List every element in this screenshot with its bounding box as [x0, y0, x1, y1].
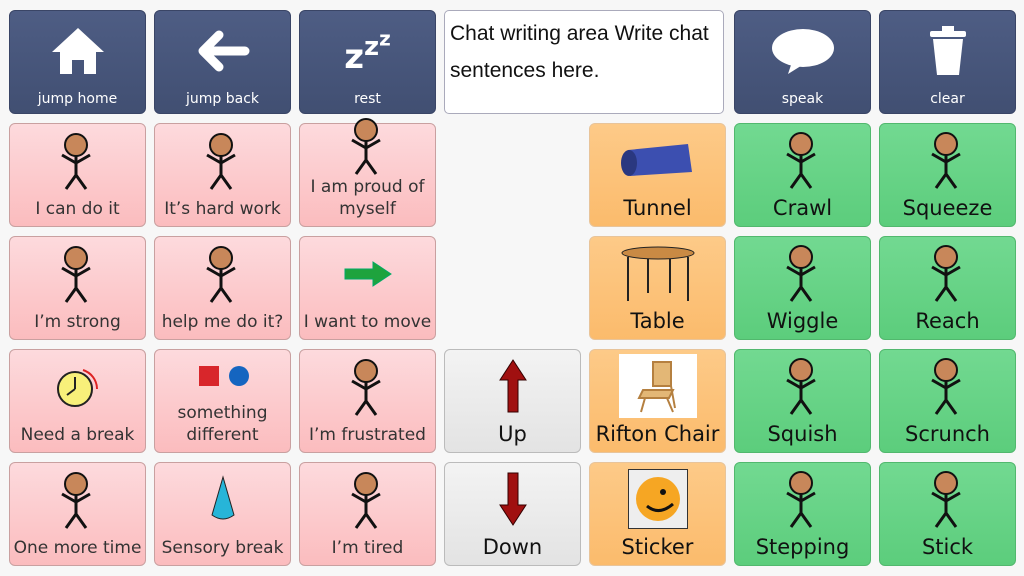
home-icon — [50, 11, 106, 91]
cell-label: Tunnel — [623, 196, 692, 220]
cell-help-me-do-it[interactable]: help me do it? — [154, 236, 291, 340]
one-more-icon — [48, 463, 108, 537]
cell-i-m-frustrated[interactable]: I’m frustrated — [299, 349, 436, 453]
wiggle-icon — [773, 237, 833, 309]
cell-crawl[interactable]: Crawl — [734, 123, 871, 227]
proud-person-icon — [338, 116, 398, 176]
cell-squeeze[interactable]: Squeeze — [879, 123, 1016, 227]
cell-label: It’s hard work — [164, 199, 281, 219]
green-arrow-right-icon — [343, 237, 393, 311]
weightlifter-icon — [193, 124, 253, 198]
cell-up[interactable]: Up — [444, 349, 581, 453]
cell-label: Squish — [767, 422, 838, 446]
squish-icon — [773, 350, 833, 422]
cell-rifton-chair[interactable]: Rifton Chair — [589, 349, 726, 453]
frustrated-face-icon — [338, 350, 398, 424]
cell-label: something different — [177, 403, 268, 445]
cell-stick[interactable]: Stick — [879, 462, 1016, 566]
cell-speak[interactable]: speak — [734, 10, 871, 114]
cell-scrunch[interactable]: Scrunch — [879, 349, 1016, 453]
cell-one-more-time[interactable]: One more time — [9, 462, 146, 566]
cell-label: Scrunch — [905, 422, 990, 446]
cell-sticker[interactable]: Sticker — [589, 462, 726, 566]
zzz-icon: zzz — [344, 26, 391, 77]
reach-icon — [918, 237, 978, 309]
cell-label: Stick — [921, 535, 974, 559]
stepping-icon — [773, 463, 833, 535]
cell-label: I’m strong — [34, 312, 121, 332]
cell-i-am-proud-of-myself[interactable]: I am proud of myself — [299, 118, 436, 227]
cell-tunnel[interactable]: Tunnel — [589, 123, 726, 227]
help-icon — [193, 237, 253, 311]
cell-label: Need a break — [20, 425, 135, 445]
strong-person-icon — [48, 237, 108, 311]
cell-label: Wiggle — [766, 309, 839, 333]
squeeze-icon — [918, 124, 978, 196]
cell-clear[interactable]: clear — [879, 10, 1016, 114]
tired-person-icon — [338, 463, 398, 537]
cell-label: help me do it? — [161, 312, 284, 332]
cell-i-want-to-move[interactable]: I want to move — [299, 236, 436, 340]
chair-photo-icon — [618, 350, 697, 422]
cell-down[interactable]: Down — [444, 462, 581, 566]
timer-icon — [53, 350, 103, 424]
cell-something-different[interactable]: something different — [154, 349, 291, 453]
speech-bubble-icon — [770, 11, 836, 91]
cell-label: rest — [354, 91, 381, 107]
cell-label: Down — [482, 535, 543, 559]
cell-label: I am proud of myself — [310, 177, 425, 219]
cell-label: I can do it — [35, 199, 120, 219]
arrow-up-icon — [498, 350, 528, 422]
cell-label: jump back — [185, 91, 259, 107]
cell-jump-back[interactable]: jump back — [154, 10, 291, 114]
cell-label: Sticker — [621, 535, 694, 559]
scrunch-icon — [918, 350, 978, 422]
shapes-icon — [195, 350, 251, 402]
table-icon — [618, 237, 698, 309]
cell-wiggle[interactable]: Wiggle — [734, 236, 871, 340]
thumbs-up-person-icon — [48, 124, 108, 198]
cell-table[interactable]: Table — [589, 236, 726, 340]
cell-label: Crawl — [772, 196, 833, 220]
cell-label: clear — [930, 91, 965, 107]
trash-icon — [926, 11, 970, 91]
cell-squish[interactable]: Squish — [734, 349, 871, 453]
cell-label: Stepping — [755, 535, 850, 559]
cell-label: Up — [498, 422, 527, 446]
sticker-icon — [627, 463, 688, 535]
sensory-icon — [208, 463, 238, 537]
cell-label: One more time — [13, 538, 142, 558]
cell-label: Reach — [915, 309, 980, 333]
chat-writing-area[interactable]: Chat writing area Write chat sentences h… — [444, 10, 724, 114]
cell-i-m-strong[interactable]: I’m strong — [9, 236, 146, 340]
cell-reach[interactable]: Reach — [879, 236, 1016, 340]
cell-sensory-break[interactable]: Sensory break — [154, 462, 291, 566]
cell-jump-home[interactable]: jump home — [9, 10, 146, 114]
stick-icon — [918, 463, 978, 535]
cell-i-m-tired[interactable]: I’m tired — [299, 462, 436, 566]
cell-label: I’m tired — [331, 538, 404, 558]
cell-stepping[interactable]: Stepping — [734, 462, 871, 566]
cell-label: speak — [781, 91, 824, 107]
arrow-down-icon — [498, 463, 528, 535]
cell-rest[interactable]: zzz rest — [299, 10, 436, 114]
crawl-icon — [773, 124, 833, 196]
arrow-left-icon — [195, 11, 251, 91]
cell-label: Table — [630, 309, 685, 333]
cell-it-s-hard-work[interactable]: It’s hard work — [154, 123, 291, 227]
cell-label: jump home — [37, 91, 118, 107]
cell-label: Rifton Chair — [595, 422, 720, 446]
cell-label: I want to move — [303, 312, 432, 332]
cell-label: Squeeze — [902, 196, 993, 220]
cell-label: Sensory break — [161, 538, 284, 558]
cell-label: I’m frustrated — [309, 425, 426, 445]
cell-need-a-break[interactable]: Need a break — [9, 349, 146, 453]
cell-i-can-do-it[interactable]: I can do it — [9, 123, 146, 227]
tunnel-icon — [618, 124, 698, 196]
